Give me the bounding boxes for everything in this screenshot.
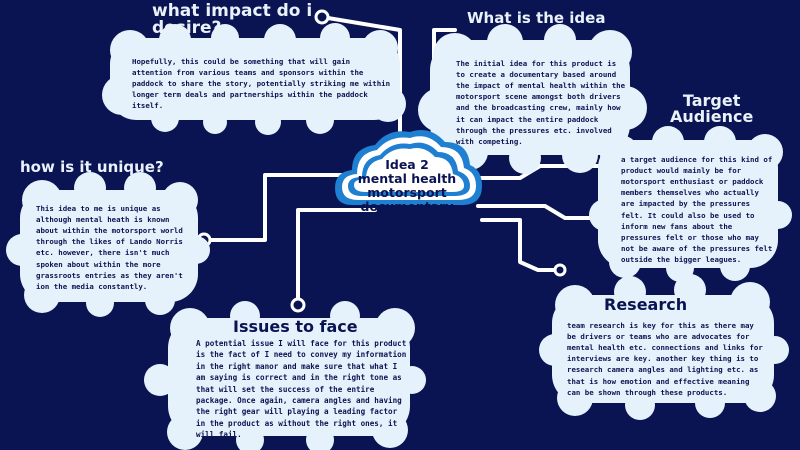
cloud-target	[589, 126, 792, 282]
research-heading: Research	[604, 295, 688, 314]
target-heading: Target Audience	[670, 91, 754, 126]
knob-issues	[290, 297, 306, 313]
cloud-issues	[144, 301, 426, 450]
idea-heading: What is the idea	[467, 9, 606, 27]
research-text: team research is key for this as there m…	[567, 321, 763, 397]
connector-issues	[296, 208, 377, 307]
cloud-bubbles	[6, 23, 792, 450]
center-title: Idea 2 mental health motorsport document…	[357, 157, 457, 214]
impact-heading: what impact do i desire?	[152, 1, 313, 38]
impact-text: Hopefully, this could be something that …	[132, 57, 391, 111]
issues-heading: Issues to face	[233, 317, 358, 336]
cloud-icon	[335, 129, 482, 205]
unique-heading: how is it unique?	[20, 158, 164, 176]
knob-research	[553, 263, 567, 277]
unique-text: This idea to me is unique as although me…	[36, 204, 183, 291]
target-text: a target audience for this kind of produ…	[621, 155, 773, 264]
connector-research-1	[476, 204, 602, 220]
knob-impact	[314, 9, 330, 25]
cloud-research	[539, 274, 789, 420]
connector-research-2	[480, 218, 560, 272]
cloud-idea	[418, 24, 647, 174]
idea-text: The initial idea for this product is to …	[456, 59, 626, 146]
issues-text: A potential issue I will face for this p…	[196, 339, 407, 440]
cloud-impact	[102, 23, 406, 135]
connector-unique	[203, 173, 362, 242]
cloud-unique	[6, 172, 210, 317]
